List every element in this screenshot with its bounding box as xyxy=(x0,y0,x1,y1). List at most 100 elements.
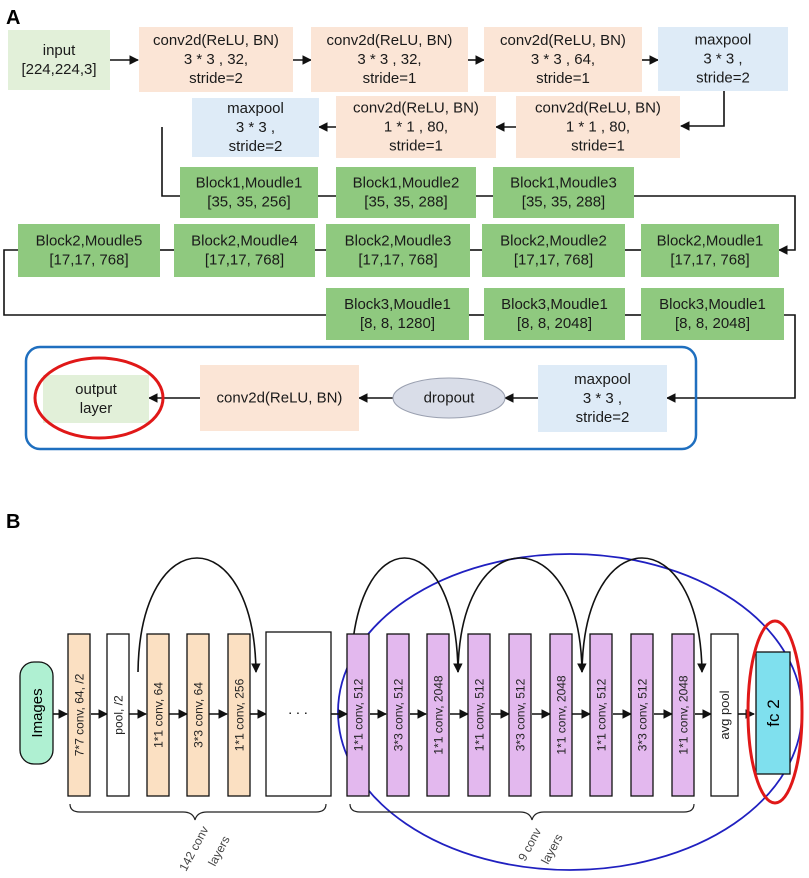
layer-label-p5: 3*3 conv, 512 xyxy=(514,678,528,751)
node-box-b3m1b xyxy=(484,288,625,340)
node-box-maxpool2 xyxy=(192,98,319,157)
layer-label-avgpool: avg pool xyxy=(717,690,732,739)
images-input-pill xyxy=(19,661,54,765)
node-text-conv3-2: stride=1 xyxy=(536,70,590,87)
node-text-b2m3-1: [17,17, 768] xyxy=(358,252,437,269)
layer-label-p6: 1*1 conv, 2048 xyxy=(555,675,569,754)
node-box-b2m1 xyxy=(641,224,779,277)
node-b2m1: Block2,Moudle1 [17,17, 768] xyxy=(641,224,779,277)
node-text-conv4-1: 1 * 1 , 80, xyxy=(384,119,448,136)
layer-box-p7 xyxy=(589,633,613,797)
node-text-b2m1-0: Block2,Moudle1 xyxy=(657,233,764,250)
node-text-b1m3-0: Block1,Moudle3 xyxy=(510,175,617,192)
layer-box-p6 xyxy=(549,633,573,797)
node-text-maxpool2-2: stride=2 xyxy=(229,138,283,155)
node-text-output-0: output xyxy=(75,381,118,398)
node-box-conv1 xyxy=(139,27,293,92)
fc-highlight-ellipse xyxy=(746,619,804,805)
node-box-output xyxy=(43,375,149,423)
node-maxpool1: maxpool 3 * 3 , stride=2 xyxy=(658,27,788,91)
node-conv1: conv2d(ReLU, BN) 3 * 3 , 32, stride=2 xyxy=(139,27,293,92)
node-text-conv5-2: stride=1 xyxy=(571,138,625,155)
node-box-maxpool1 xyxy=(658,27,788,91)
node-b2m4: Block2,Moudle4[17,17, 768] xyxy=(174,224,315,277)
node-box-b2m5 xyxy=(18,224,160,277)
node-box-input xyxy=(8,30,110,90)
node-text-output-1: layer xyxy=(80,400,113,417)
node-text-conv1-1: 3 * 3 , 32, xyxy=(184,51,248,68)
node-text-conv4-0: conv2d(ReLU, BN) xyxy=(353,100,479,117)
node-box-maxpool3 xyxy=(538,365,667,432)
node-text-maxpool3-2: stride=2 xyxy=(576,409,630,426)
node-text-maxpool3-1: 3 * 3 , xyxy=(583,390,622,407)
node-b3m1c: Block3,Moudle1[8, 8, 2048] xyxy=(641,288,784,340)
node-maxpool3: maxpool 3 * 3 , stride=2 xyxy=(538,365,667,432)
node-text-maxpool2-0: maxpool xyxy=(227,100,284,117)
layer-box-p9 xyxy=(671,633,695,797)
node-b1m3: Block1,Moudle3[35, 35, 288] xyxy=(493,167,634,218)
node-text-b2m1-1: [17,17, 768] xyxy=(670,252,749,269)
node-text-conv1-0: conv2d(ReLU, BN) xyxy=(153,32,279,49)
layer-label-p4: 1*1 conv, 512 xyxy=(473,678,487,751)
fc-box xyxy=(755,651,791,775)
node-text-b2m4-0: Block2,Moudle4 xyxy=(191,233,298,250)
layer-box-c7 xyxy=(67,633,91,797)
layer-box-p8 xyxy=(630,633,654,797)
node-b1m2: Block1,Moudle2[35, 35, 288] xyxy=(336,167,476,218)
node-b2m3: Block2,Moudle3 [17,17, 768] xyxy=(326,224,470,277)
node-box-b3m1c xyxy=(641,288,784,340)
node-b3m1a: Block3,Moudle1 [8, 8, 1280] xyxy=(326,288,469,340)
node-text-conv6-0: conv2d(ReLU, BN) xyxy=(217,390,343,407)
layer-label-o1: 1*1 conv, 64 xyxy=(152,682,166,748)
node-text-conv4-2: stride=1 xyxy=(389,138,443,155)
node-text-b2m2-1: [17,17, 768] xyxy=(514,252,593,269)
layer-box-p3 xyxy=(426,633,450,797)
panel-a-nodes: input[224,224,3]conv2d(ReLU, BN)3 * 3 , … xyxy=(8,27,788,432)
node-text-b1m1-0: Block1,Moudle1 xyxy=(196,175,303,192)
node-output: output layer xyxy=(43,375,149,423)
skip-connection-arcs xyxy=(137,557,707,673)
layer-label-o2: 3*3 conv, 64 xyxy=(192,682,206,748)
node-text-b3m1a-1: [8, 8, 1280] xyxy=(360,315,435,332)
node-text-b3m1a-0: Block3,Moudle1 xyxy=(344,296,451,313)
layer-count-braces xyxy=(69,803,695,821)
panel-a-label: A xyxy=(6,7,20,29)
node-text-maxpool1-1: 3 * 3 , xyxy=(703,51,742,68)
node-conv4: conv2d(ReLU, BN) 1 * 1 , 80, stride=1 xyxy=(336,96,496,158)
node-box-b3m1a xyxy=(326,288,469,340)
node-text-conv1-2: stride=2 xyxy=(189,70,243,87)
node-text-maxpool1-0: maxpool xyxy=(695,32,752,49)
layer-label-p9: 1*1 conv, 2048 xyxy=(677,675,691,754)
node-text-maxpool3-0: maxpool xyxy=(574,371,631,388)
node-text-conv2-0: conv2d(ReLU, BN) xyxy=(327,32,453,49)
node-conv5: conv2d(ReLU, BN)1 * 1 , 80,stride=1 xyxy=(516,96,680,158)
node-text-dropout-0: dropout xyxy=(424,390,476,407)
node-text-b1m1-1: [35, 35, 256] xyxy=(207,194,290,211)
panel-a-connectors xyxy=(3,55,796,403)
node-text-conv5-0: conv2d(ReLU, BN) xyxy=(535,100,661,117)
node-text-b3m1c-1: [8, 8, 2048] xyxy=(675,315,750,332)
node-box-dropout xyxy=(392,377,506,419)
layer-label-p3: 1*1 conv, 2048 xyxy=(432,675,446,754)
node-box-conv3 xyxy=(484,27,642,92)
node-box-conv5 xyxy=(516,96,680,158)
output-highlight-ellipse xyxy=(33,356,165,440)
layer-box-o3 xyxy=(227,633,251,797)
node-text-b2m5-0: Block2,Moudle5 xyxy=(36,233,143,250)
node-text-input-0: input xyxy=(43,42,76,59)
node-box-conv6 xyxy=(200,365,359,431)
node-b2m5: Block2,Moudle5 [17,17, 768] xyxy=(18,224,160,277)
node-text-b2m5-1: [17,17, 768] xyxy=(49,252,128,269)
node-text-b3m1b-0: Block3,Moudle1 xyxy=(501,296,608,313)
layer-box-p1 xyxy=(346,633,370,797)
node-text-maxpool1-2: stride=2 xyxy=(696,70,750,87)
node-text-b2m3-0: Block2,Moudle3 xyxy=(345,233,452,250)
node-box-conv4 xyxy=(336,96,496,158)
node-box-b1m1 xyxy=(180,167,318,218)
fc-label: fc 2 xyxy=(764,699,783,726)
brace-left-label-line2: layers xyxy=(205,834,232,869)
node-box-b1m2 xyxy=(336,167,476,218)
